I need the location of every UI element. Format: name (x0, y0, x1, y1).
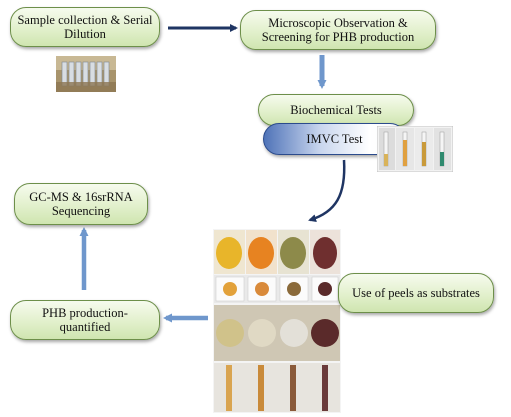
peel-substrates-photo (213, 229, 341, 413)
gcms-sequencing-box: GC-MS & 16srRNA Sequencing (14, 183, 148, 225)
gcms-sequencing-label: GC-MS & 16srRNA Sequencing (21, 190, 141, 218)
biochemical-tests-label: Biochemical Tests (290, 103, 382, 117)
microscopic-observation-label: Microscopic Observation & Screening for … (247, 16, 429, 44)
peels-substrates-box: Use of peels as substrates (338, 273, 494, 313)
sample-collection-box: Sample collection & Serial Dilution (10, 7, 160, 47)
imvc-tubes-photo (377, 126, 453, 172)
imvc-test-label: IMVC Test (306, 132, 362, 147)
biochemical-tests-box: Biochemical Tests (258, 94, 414, 126)
arrow-imvc-to-peels (310, 160, 344, 220)
phb-production-box: PHB production-quantified (10, 300, 160, 340)
peels-substrates-label: Use of peels as substrates (352, 286, 480, 300)
dilution-tubes-photo (56, 56, 116, 92)
phb-production-label: PHB production-quantified (17, 306, 153, 334)
sample-collection-label: Sample collection & Serial Dilution (17, 13, 153, 41)
microscopic-observation-box: Microscopic Observation & Screening for … (240, 10, 436, 50)
